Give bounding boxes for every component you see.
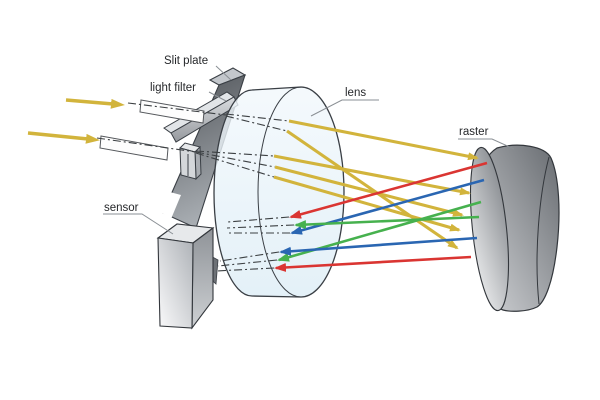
axis-lower-branch [195, 152, 275, 178]
leader-lens [310, 99, 379, 117]
slit-plate-slit-notch [159, 191, 181, 219]
leader-sensor [103, 213, 174, 235]
incident-beams [27, 98, 125, 144]
label-sensor: sensor [104, 202, 139, 214]
incident-beam-arrow [65, 98, 125, 109]
leader-slit-plate [215, 65, 232, 81]
label-slit-plate: Slit plate [164, 55, 208, 67]
yellow-ray [286, 129, 459, 250]
label-raster: raster [459, 126, 489, 138]
axis-upper-main [127, 102, 227, 116]
raster [469, 144, 560, 312]
leader-light-filter [208, 91, 227, 102]
label-lens: lens [345, 87, 366, 99]
axis-lower-branch [195, 151, 276, 168]
return-ray-red [289, 161, 488, 219]
axis-return-lower [217, 259, 278, 267]
yellow-ray [273, 175, 461, 232]
return-rays [274, 161, 488, 272]
lens-front-rim [257, 86, 302, 298]
axis-return-upper [226, 224, 295, 229]
yellow-ray [288, 119, 479, 161]
raster-rim-line [536, 156, 550, 305]
beam-tube-lower [99, 135, 169, 161]
beam-tube-upper [139, 99, 205, 124]
axis-return-lower [215, 267, 275, 272]
optical-axes [96, 102, 295, 272]
sensor-front-face [157, 237, 194, 329]
label-light-filter: light filter [150, 82, 196, 94]
sensor [156, 223, 215, 330]
yellow-ray [273, 154, 471, 196]
axis-lower-main [96, 137, 197, 153]
axis-return-lower [219, 251, 280, 262]
yellow-rays [273, 119, 479, 250]
axis-upper-branch [225, 113, 290, 122]
sensor-side-face [191, 226, 214, 330]
axis-return-upper [227, 216, 290, 223]
incident-beam-arrow [27, 131, 100, 144]
raster-front-face [469, 146, 510, 312]
leader-raster [458, 138, 515, 150]
yellow-ray [274, 165, 464, 217]
axis-lower-branch [195, 150, 275, 157]
return-ray-green [294, 215, 480, 230]
return-ray-red [274, 255, 472, 272]
return-ray-blue [279, 236, 478, 256]
callout-leaders [103, 65, 515, 235]
beam-tubes [99, 99, 205, 161]
lens [204, 86, 345, 298]
axis-upper-branch [225, 115, 288, 132]
